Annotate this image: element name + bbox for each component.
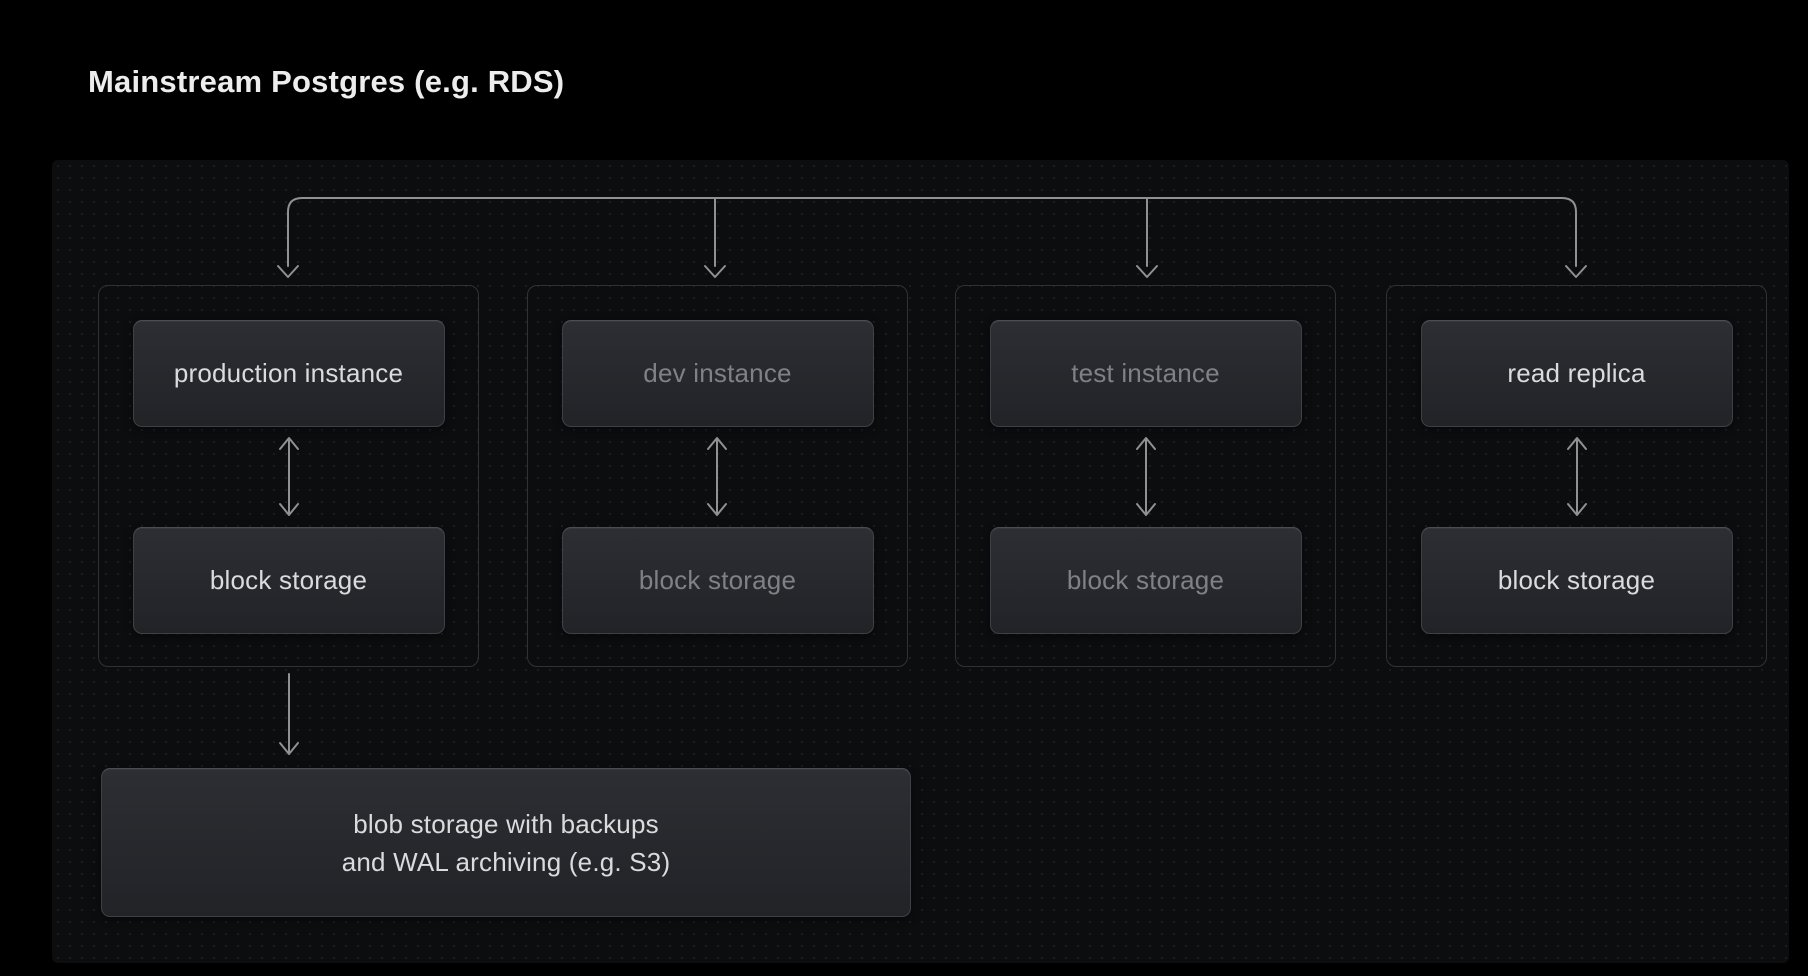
dev-group: dev instance block storage bbox=[527, 285, 908, 667]
test-group: test instance block storage bbox=[955, 285, 1336, 667]
production-group: production instance block storage bbox=[98, 285, 479, 667]
production-block-storage-label: block storage bbox=[209, 565, 368, 595]
dev-instance-box: dev instance bbox=[561, 320, 874, 427]
read-replica-box: read replica bbox=[1420, 320, 1733, 427]
test-instance-box: test instance bbox=[989, 320, 1302, 427]
dev-block-storage-box: block storage bbox=[561, 527, 874, 634]
read-replica-label: read replica bbox=[1507, 358, 1646, 388]
test-instance-label: test instance bbox=[1071, 358, 1220, 388]
read-replica-group: read replica block storage bbox=[1386, 285, 1767, 667]
blob-storage-label-line1: blob storage with backups bbox=[353, 808, 659, 839]
test-block-storage-box: block storage bbox=[989, 527, 1302, 634]
blob-storage-box: blob storage with backups and WAL archiv… bbox=[101, 768, 911, 917]
read-replica-block-storage-label: block storage bbox=[1497, 565, 1656, 595]
blob-storage-label-line2: and WAL archiving (e.g. S3) bbox=[341, 846, 671, 877]
read-replica-block-storage-box: block storage bbox=[1420, 527, 1733, 634]
production-instance-box: production instance bbox=[132, 320, 445, 427]
production-block-storage-box: block storage bbox=[132, 527, 445, 634]
dev-instance-label: dev instance bbox=[643, 358, 792, 388]
dev-block-storage-label: block storage bbox=[638, 565, 797, 595]
diagram-title: Mainstream Postgres (e.g. RDS) bbox=[88, 64, 565, 99]
production-instance-label: production instance bbox=[173, 358, 404, 388]
test-block-storage-label: block storage bbox=[1066, 565, 1225, 595]
